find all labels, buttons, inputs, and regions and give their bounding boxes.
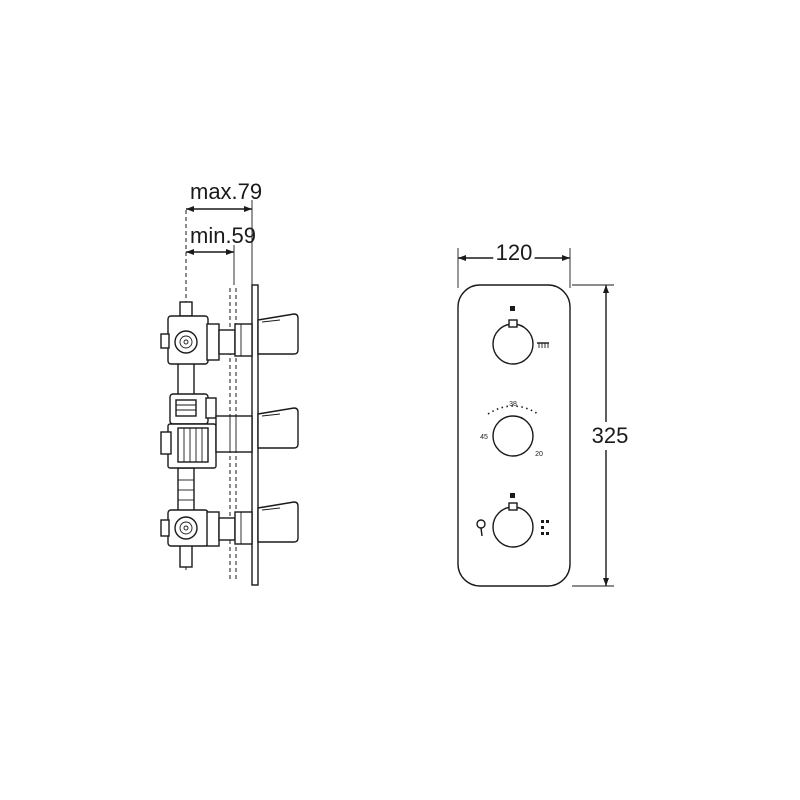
top-handle-side	[257, 313, 299, 355]
height-label: 325	[592, 423, 629, 448]
top-knob-indicator	[510, 306, 515, 311]
side-view: max.79 min.59	[160, 179, 299, 586]
shower-head-icon	[537, 342, 549, 348]
top-valve	[160, 315, 253, 365]
depth-dimensions: max.79 min.59	[185, 179, 262, 570]
min-depth-label: min.59	[190, 223, 256, 248]
max-depth-label: max.79	[190, 179, 262, 204]
width-dimension: 120	[457, 236, 571, 288]
bottom-handle-side	[257, 501, 299, 543]
middle-handle-side	[257, 407, 299, 449]
cover-plate-side	[251, 284, 259, 586]
scale-label-top: 38	[509, 401, 517, 408]
scale-label-left: 45	[480, 434, 488, 441]
thermostat-knob: 38 45 20	[480, 401, 543, 458]
bottom-knob-indicator	[510, 493, 515, 498]
side-handles	[257, 313, 299, 543]
bottom-knob	[476, 493, 549, 548]
width-label: 120	[496, 240, 533, 265]
top-knob	[492, 306, 549, 365]
thermostatic-cartridge	[160, 393, 253, 469]
bottom-valve	[160, 509, 253, 547]
hand-shower-icon	[476, 519, 486, 537]
body-pipes	[177, 301, 195, 568]
front-view: 120 325	[457, 236, 632, 587]
height-dimension: 325	[572, 284, 632, 587]
scale-label-right: 20	[535, 451, 543, 458]
body-jets-icon	[541, 520, 549, 535]
